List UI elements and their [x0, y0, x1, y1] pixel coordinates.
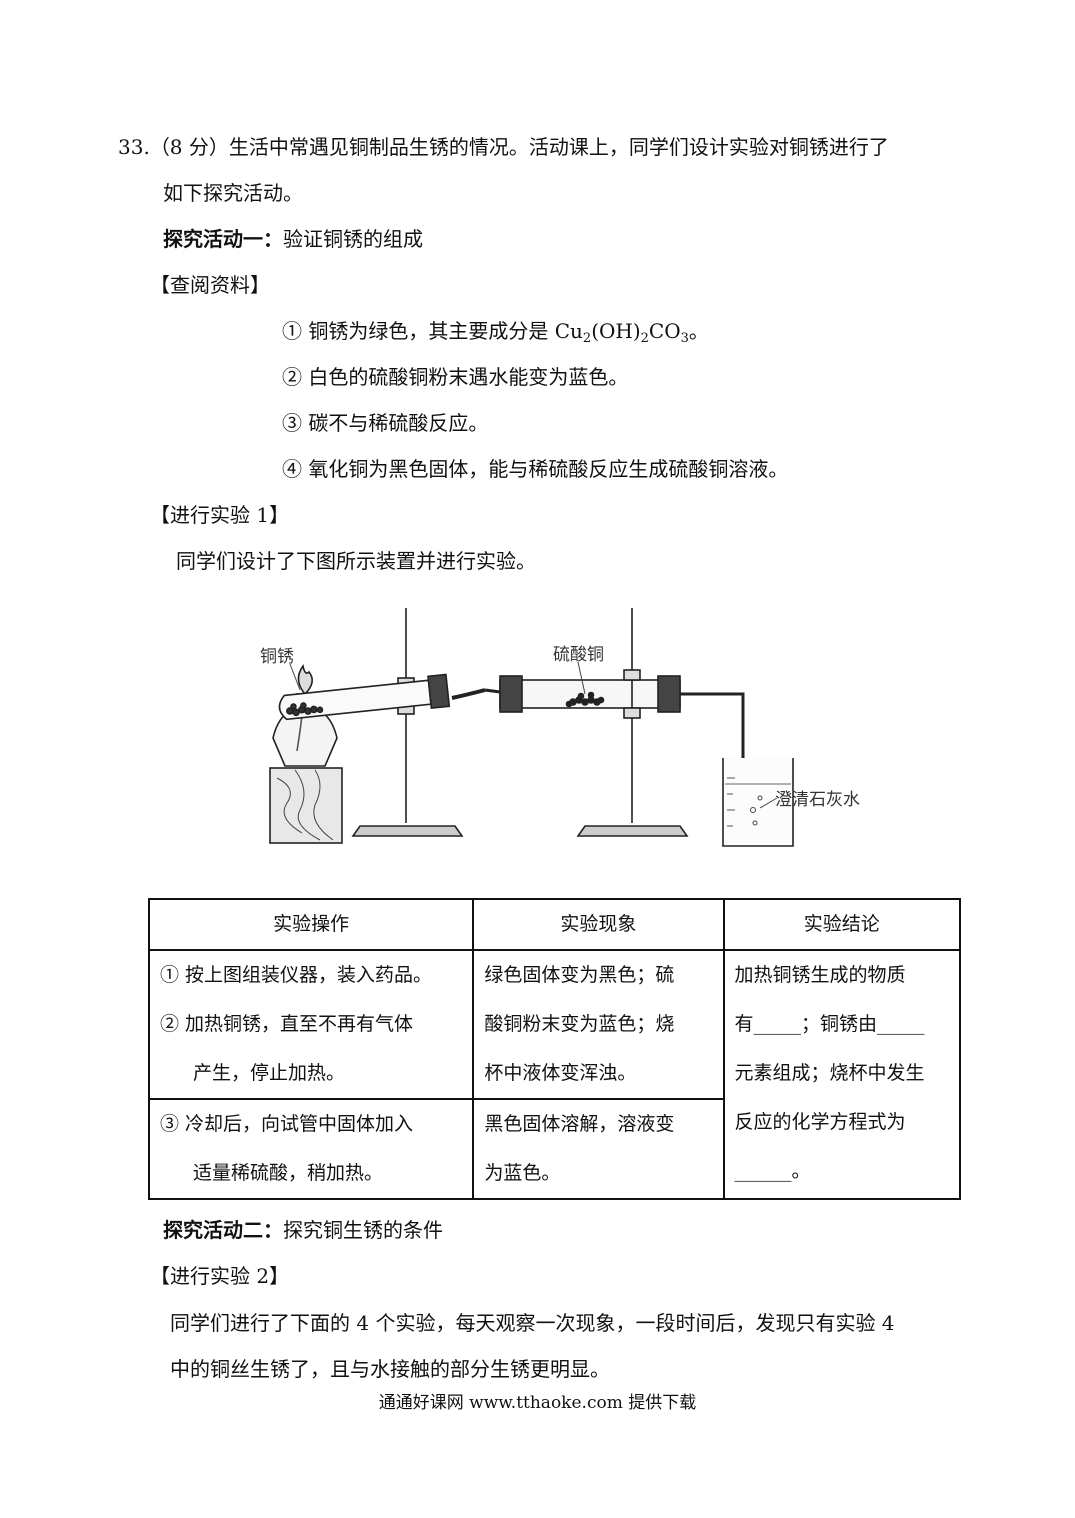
- experiment2-line2: 中的铜丝生锈了，且与水接触的部分生锈更明显。: [170, 1357, 610, 1381]
- activity1-label: 探究活动一：: [163, 227, 283, 251]
- stand-base-left: [351, 825, 464, 837]
- label-copper-sulfate: 硫酸铜: [553, 645, 604, 664]
- experiment-table: 实验操作 实验现象 实验结论 ① 按上图组装仪器，装入药品。 ② 加热铜锈，直至…: [147, 898, 962, 1200]
- activity1-text: 验证铜锈的组成: [283, 227, 423, 251]
- header-conclusion: 实验结论: [722, 898, 962, 951]
- header-operation: 实验操作: [147, 898, 475, 951]
- page-footer: 通通好课网 www.tthaoke.com 提供下载: [378, 1393, 697, 1413]
- table-header-row: 实验操作 实验现象 实验结论: [147, 898, 962, 951]
- question-intro-line1: 33.（8 分）生活中常遇见铜制品生锈的情况。活动课上，同学们设计实验对铜锈进行…: [118, 133, 889, 161]
- wooden-block: [269, 767, 343, 844]
- row1-operation: ① 按上图组装仪器，装入药品。 ② 加热铜锈，直至不再有气体 产生，停止加热。: [147, 949, 475, 1100]
- reference-item-1: ① 铜锈为绿色，其主要成分是 Cu2(OH)2CO3。: [282, 319, 709, 346]
- question-score: （8 分）: [149, 135, 229, 159]
- reference-item-3: ③ 碳不与稀硫酸反应。: [282, 411, 489, 435]
- experiment1-heading: 【进行实验 1】: [150, 503, 290, 527]
- question-intro-text: 生活中常遇见铜制品生锈的情况。活动课上，同学们设计实验对铜锈进行了: [228, 135, 889, 159]
- label-copper-rust: 铜锈: [260, 647, 294, 666]
- table-row: ③ 冷却后，向试管中固体加入 适量稀硫酸，稍加热。 黑色固体溶解，溶液变 为蓝色…: [147, 1098, 960, 1200]
- stand-base-right: [576, 825, 689, 837]
- table-row: ① 按上图组装仪器，装入药品。 ② 加热铜锈，直至不再有气体 产生，停止加热。 …: [147, 949, 962, 1200]
- experiment1-text: 同学们设计了下图所示装置并进行实验。: [176, 549, 536, 573]
- experiment2-line1: 同学们进行了下面的 4 个实验，每天观察一次现象，一段时间后，发现只有实验 4: [170, 1311, 895, 1335]
- reference-heading: 【查阅资料】: [150, 273, 270, 297]
- activity2-heading: 探究活动二：探究铜生锈的条件: [163, 1216, 443, 1244]
- label-limewater: 澄清石灰水: [775, 790, 860, 809]
- question-number: 33.: [118, 135, 150, 159]
- row2-operation: ③ 冷却后，向试管中固体加入 适量稀硫酸，稍加热。: [147, 1098, 475, 1200]
- header-observation: 实验现象: [472, 898, 725, 951]
- activity2-label: 探究活动二：: [163, 1218, 283, 1242]
- reference-item-4: ④ 氧化铜为黑色固体，能与稀硫酸反应生成硫酸铜溶液。: [282, 457, 789, 481]
- question-intro-line2: 如下探究活动。: [163, 181, 303, 205]
- apparatus-figure: 铜锈 硫酸铜 澄清石灰水: [260, 608, 860, 847]
- activity2-text: 探究铜生锈的条件: [283, 1218, 443, 1242]
- reference-item-2: ② 白色的硫酸铜粉末遇水能变为蓝色。: [282, 365, 629, 389]
- flame-icon: [297, 664, 313, 696]
- row2-observation: 黑色固体溶解，溶液变 为蓝色。: [472, 1098, 725, 1200]
- row1-observation: 绿色固体变为黑色；硫 酸铜粉末变为蓝色；烧 杯中液体变浑浊。: [472, 949, 725, 1100]
- activity1-heading: 探究活动一：验证铜锈的组成: [163, 225, 423, 253]
- conclusion-cell: 加热铜锈生成的物质 有_____；铜锈由_____ 元素组成；烧杯中发生 反应的…: [722, 949, 962, 1200]
- beaker: [722, 758, 794, 847]
- experiment2-heading: 【进行实验 2】: [150, 1264, 290, 1288]
